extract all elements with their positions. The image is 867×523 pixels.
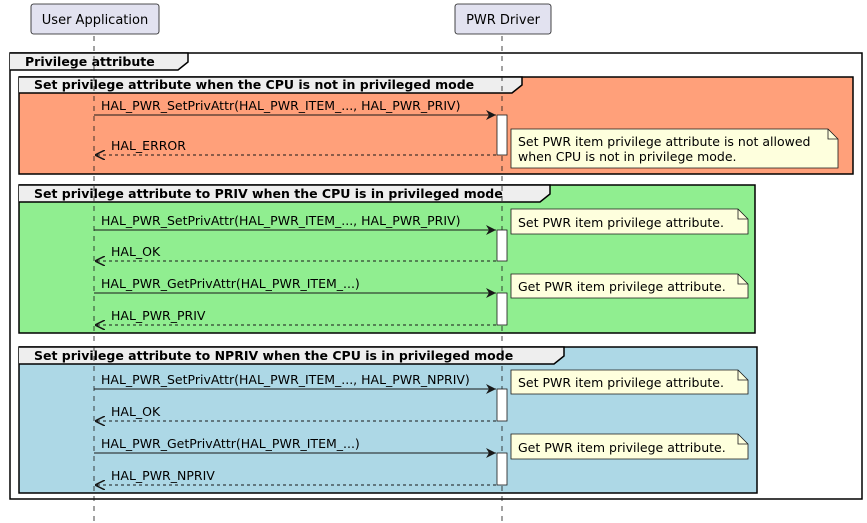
note-line: Get PWR item privilege attribute.: [518, 440, 726, 455]
message-label: HAL_PWR_SetPrivAttr(HAL_PWR_ITEM_..., HA…: [101, 98, 460, 113]
note: Set PWR item privilege attribute.: [510, 208, 749, 235]
message-label: HAL_ERROR: [111, 138, 186, 153]
group-3-title: Set privilege attribute to NPRIV when th…: [34, 348, 513, 363]
note: Set PWR item privilege attribute is not …: [510, 128, 839, 169]
note-line: when CPU is not in privilege mode.: [518, 149, 737, 164]
activation-bar: [496, 452, 508, 486]
activation-bar: [496, 229, 508, 262]
message-return: HAL_ERROR: [95, 138, 496, 155]
note-line: Get PWR item privilege attribute.: [518, 279, 726, 294]
message-return: HAL_OK: [95, 404, 496, 421]
participant-pwr-driver-label: PWR Driver: [466, 13, 541, 28]
activation-bar: [496, 292, 508, 326]
group-2-title: Set privilege attribute to PRIV when the…: [34, 186, 503, 201]
participant-user-app-label: User Application: [42, 13, 148, 28]
note-line: Set PWR item privilege attribute.: [518, 375, 724, 390]
note: Set PWR item privilege attribute.: [510, 369, 749, 395]
note-line: Set PWR item privilege attribute.: [518, 215, 724, 230]
message-label: HAL_PWR_GetPrivAttr(HAL_PWR_ITEM_...): [101, 436, 360, 451]
message-label: HAL_PWR_PRIV: [111, 308, 206, 323]
message-request: HAL_PWR_SetPrivAttr(HAL_PWR_ITEM_..., HA…: [94, 372, 496, 394]
message-return: HAL_PWR_PRIV: [95, 308, 496, 325]
message-label: HAL_PWR_GetPrivAttr(HAL_PWR_ITEM_...): [101, 276, 360, 291]
activation-bar: [496, 388, 508, 422]
message-label: HAL_PWR_SetPrivAttr(HAL_PWR_ITEM_..., HA…: [101, 213, 460, 228]
note-line: Set PWR item privilege attribute is not …: [518, 134, 810, 149]
message-label: HAL_PWR_SetPrivAttr(HAL_PWR_ITEM_..., HA…: [101, 372, 470, 387]
message-label: HAL_OK: [111, 404, 161, 419]
message-return: HAL_PWR_NPRIV: [95, 468, 496, 485]
group-1-title: Set privilege attribute when the CPU is …: [34, 77, 474, 92]
message-request: HAL_PWR_GetPrivAttr(HAL_PWR_ITEM_...): [94, 436, 496, 458]
message-label: HAL_PWR_NPRIV: [111, 468, 215, 483]
note: Get PWR item privilege attribute.: [510, 273, 749, 299]
outer-group: Privilege attribute: [9, 52, 863, 500]
message-request: HAL_PWR_GetPrivAttr(HAL_PWR_ITEM_...): [94, 276, 496, 298]
message-request: HAL_PWR_SetPrivAttr(HAL_PWR_ITEM_..., HA…: [94, 213, 496, 235]
participant-pwr-driver: PWR Driver: [454, 3, 552, 35]
message-return: HAL_OK: [95, 244, 496, 261]
message-label: HAL_OK: [111, 244, 161, 259]
outer-group-title: Privilege attribute: [25, 54, 155, 69]
participant-user-app: User Application: [30, 3, 160, 35]
activation-bar: [496, 114, 508, 156]
message-request: HAL_PWR_SetPrivAttr(HAL_PWR_ITEM_..., HA…: [94, 98, 496, 120]
note: Get PWR item privilege attribute.: [510, 433, 749, 460]
